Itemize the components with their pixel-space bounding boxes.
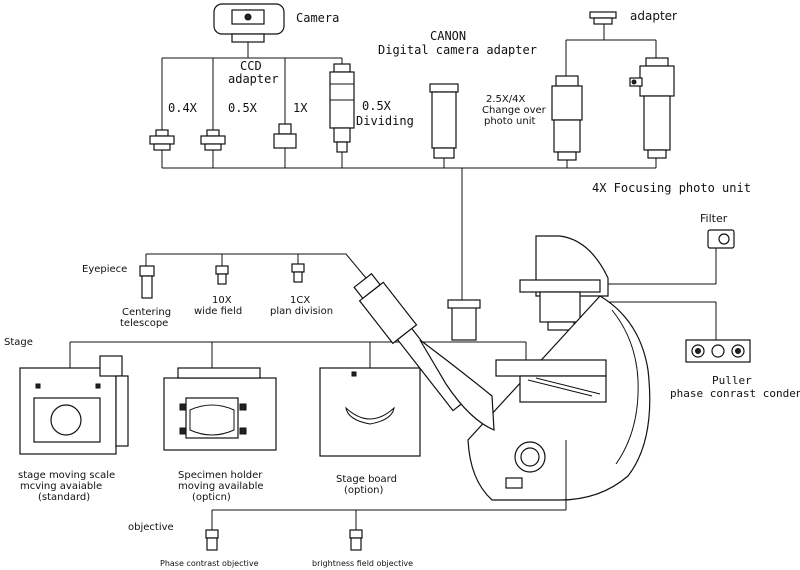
stage-board-icon xyxy=(319,367,421,457)
eyepiece-group: Eyepiece Centering telescope 10X wide fi… xyxy=(82,253,377,329)
objective-group: objective Phase contrast objective brigh… xyxy=(128,509,566,568)
ccd-adapter-label-2: adapter xyxy=(228,72,279,86)
adapter-05x-icon xyxy=(200,129,226,151)
stage-board-label-2: (option) xyxy=(344,485,384,496)
brightness-objective-label: brightness field objective xyxy=(312,559,413,568)
mag-1x-label: 1X xyxy=(293,101,308,115)
specimen-label-2: moving available xyxy=(178,481,264,492)
puller-group: Puller phase conrast condenser xyxy=(600,301,800,400)
phase-objective-label: Phase contrast objective xyxy=(160,559,259,568)
centering-label-2: telescope xyxy=(120,318,168,329)
ccd-adapter-label: CCD xyxy=(240,59,262,73)
stage-scale-label: stage moving scale xyxy=(18,470,115,481)
brightness-objective-icon xyxy=(349,529,363,551)
filter-icon xyxy=(707,229,735,249)
canon-group: CANON Digital camera adapter adapter 2.5… xyxy=(161,9,751,306)
specimen-label: Specimen holder xyxy=(178,470,263,481)
canon-adapter-icon xyxy=(429,83,459,159)
plan-division-label-2: plan division xyxy=(270,306,333,317)
change-over-unit-icon xyxy=(551,75,583,161)
wide-field-label-2: wide field xyxy=(194,306,242,317)
stage-scale-label-3: (standard) xyxy=(38,492,90,503)
filter-label: Filter xyxy=(700,212,728,225)
canon-label: CANON xyxy=(430,29,466,43)
puller-label: Puller xyxy=(712,374,752,387)
adapter-04x-icon xyxy=(149,129,175,151)
dividing-label: 0.5X xyxy=(362,99,392,113)
stage-group: Stage stage moving scale mcving avaiable… xyxy=(4,337,527,503)
centering-telescope-icon xyxy=(139,265,155,299)
plan-division-eyepiece-icon xyxy=(291,263,305,283)
plan-division-label: 1CX xyxy=(290,295,310,306)
change-over-label-2: Change over xyxy=(482,105,547,116)
canon-label-2: Digital camera adapter xyxy=(378,43,537,57)
stage-moving-scale-icon xyxy=(19,355,129,455)
dividing-label-2: Dividing xyxy=(356,114,414,128)
specimen-holder-icon xyxy=(163,367,277,451)
stage-scale-label-2: mcving avaiable xyxy=(20,481,102,492)
camera-label: Camera xyxy=(296,11,339,25)
change-over-label-3: photo unit xyxy=(484,116,535,127)
adapter-1x-icon xyxy=(273,123,297,149)
phase-objective-icon xyxy=(205,529,219,551)
stage-board-label: Stage board xyxy=(336,474,397,485)
top-adapter-icon xyxy=(589,11,617,25)
wide-field-eyepiece-icon xyxy=(215,265,229,285)
change-over-label: 2.5X/4X xyxy=(486,94,525,105)
stage-label: Stage xyxy=(4,337,33,348)
microscope-body xyxy=(353,235,651,510)
focusing-unit-icon xyxy=(629,57,675,159)
puller-label-2: phase conrast condenser xyxy=(670,387,800,400)
wide-field-label: 10X xyxy=(212,295,232,306)
centering-label: Centering xyxy=(122,307,171,318)
mag-05x-label: 0.5X xyxy=(228,101,258,115)
camera-icon xyxy=(213,3,285,43)
eyepiece-label: Eyepiece xyxy=(82,264,127,275)
filter-group: Filter xyxy=(600,212,735,285)
puller-icon xyxy=(685,339,751,363)
adapter-label: adapter xyxy=(630,9,677,23)
focusing-unit-label: 4X Focusing photo unit xyxy=(592,181,751,195)
objective-label: objective xyxy=(128,522,174,533)
specimen-label-3: (opticn) xyxy=(192,492,231,503)
camera-group: Camera CCD adapter 0.4X 0.5X 1X 0.5X Div… xyxy=(149,3,414,153)
dividing-adapter-icon xyxy=(329,63,355,153)
mag-04x-label: 0.4X xyxy=(168,101,198,115)
